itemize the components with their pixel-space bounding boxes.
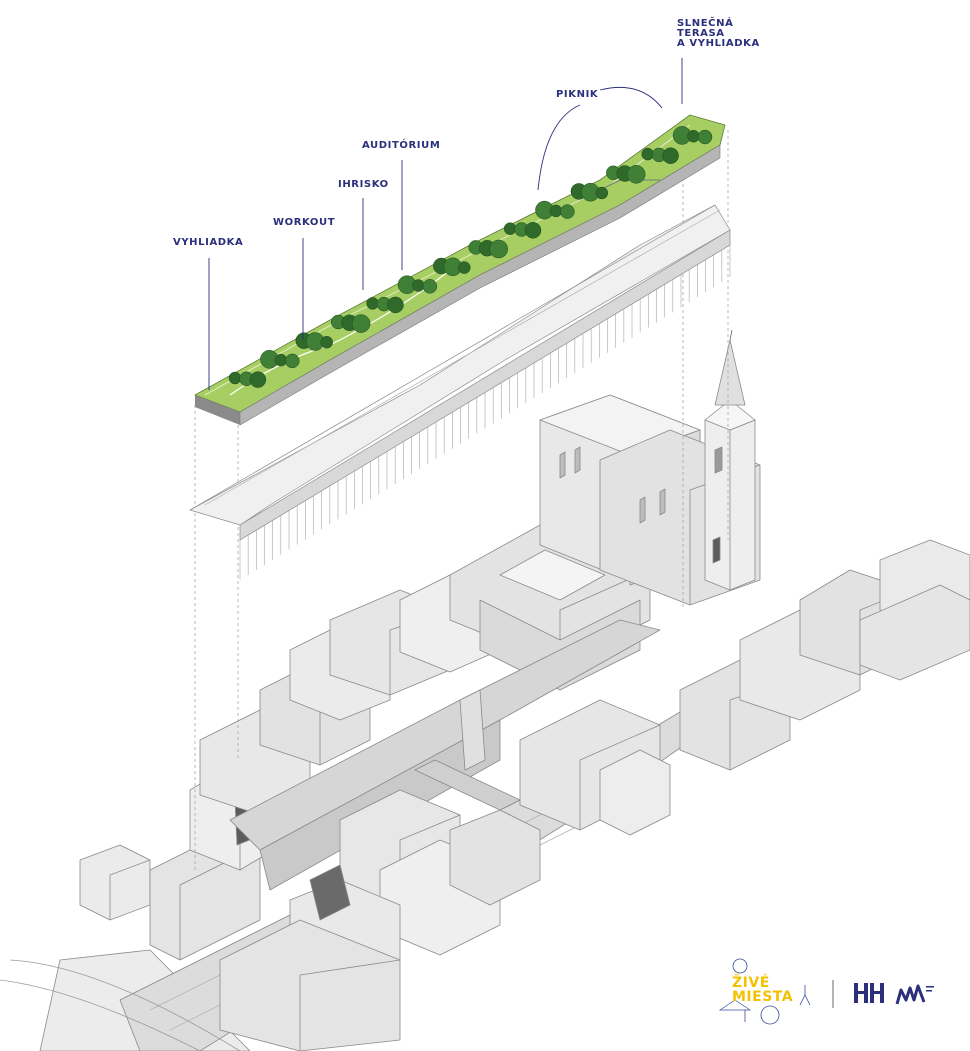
tree [489, 239, 508, 259]
mib-logo-icon [895, 984, 934, 1005]
label-slnecna-line-1: SLNEČNÁ [677, 18, 734, 29]
green-roof-park [194, 114, 726, 426]
tree [412, 279, 425, 292]
miesta-word: MIESTA [732, 989, 794, 1005]
label-slnecna-line-3: A VYHLIADKA [677, 38, 760, 49]
tree [595, 186, 609, 200]
label-auditorium: AUDITÓRIUM [362, 140, 441, 151]
tree [697, 129, 713, 145]
tree [249, 371, 267, 388]
label-slnecna-line-2: TERASA [677, 28, 725, 39]
zive-miesta-logo [718, 958, 811, 1025]
tree [320, 335, 333, 349]
city-base [0, 524, 970, 1051]
zive-word: ŽIVÉ [732, 975, 770, 991]
structure-layer [189, 204, 731, 580]
label-workout: WORKOUT [273, 217, 336, 228]
tree [351, 314, 371, 333]
tree [458, 261, 471, 274]
tree [387, 296, 404, 314]
tree [662, 147, 679, 164]
hh-logo-icon [854, 983, 884, 1003]
cathedral [539, 329, 761, 606]
label-vyhliadka: VYHLIADKA [173, 237, 244, 248]
tree [503, 222, 517, 235]
projection-lines [194, 130, 729, 870]
tree [524, 222, 542, 239]
label-ihrisko: IHRISKO [338, 179, 389, 190]
tree [687, 129, 700, 143]
tree [285, 353, 300, 369]
tree [422, 279, 438, 294]
tree [228, 371, 242, 385]
tree [560, 204, 575, 219]
label-slnecna-terasa: SLNEČNÁ TERASA A VYHLIADKA [677, 19, 777, 49]
tree [626, 165, 646, 184]
label-piknik: PIKNIK [556, 89, 599, 100]
leader-lines [208, 58, 683, 390]
zive-miesta-wordmark: ŽIVÉ MIESTA [732, 976, 793, 1004]
